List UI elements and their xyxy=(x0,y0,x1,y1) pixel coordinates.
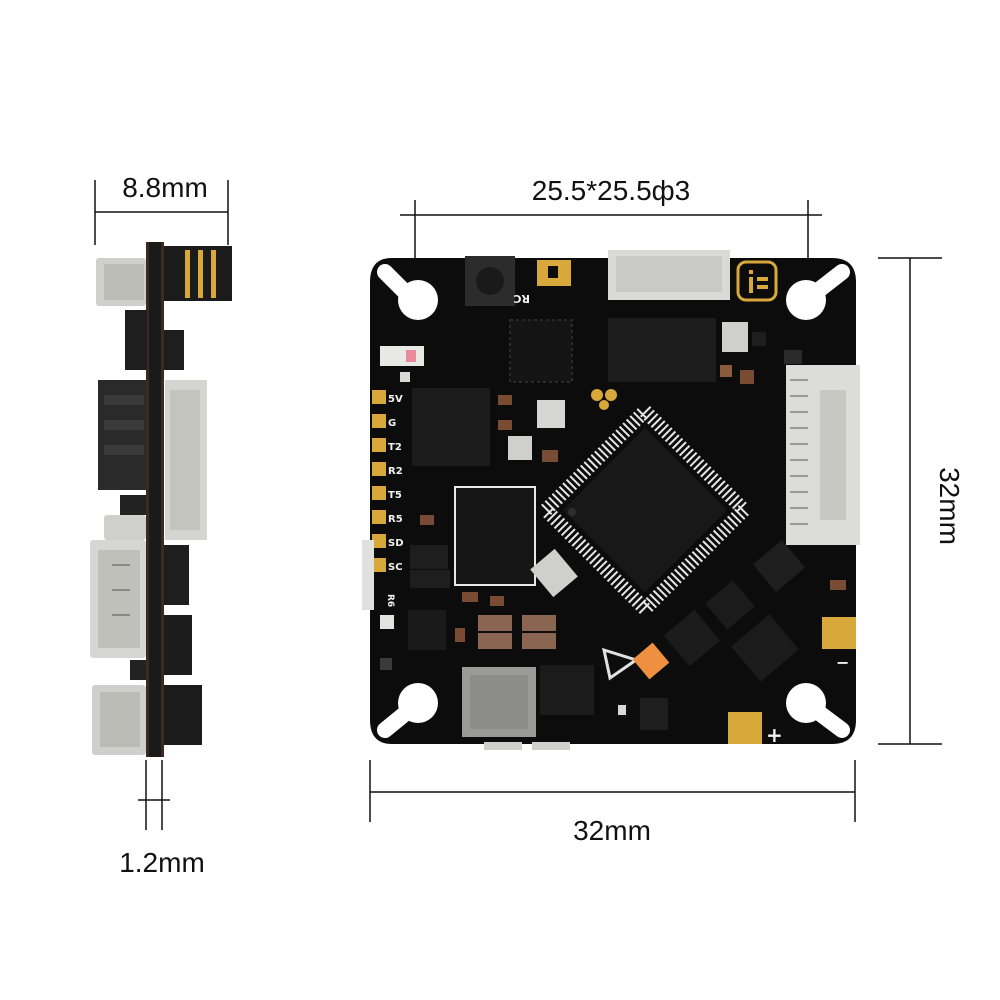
mounting-hole-bottom-right xyxy=(786,683,850,738)
top-view: 25.5*25.5ф3 RC xyxy=(362,175,965,846)
led xyxy=(380,346,424,366)
pad-label-sc: SC xyxy=(388,562,403,573)
pad-label-g: G xyxy=(388,418,396,429)
pcb-thickness-dimension xyxy=(138,760,170,830)
inductor-pads xyxy=(478,615,512,631)
mounting-pattern-dimension xyxy=(400,200,822,260)
board-height-label: 32mm xyxy=(934,467,965,545)
side-thickness-label: 8.8mm xyxy=(122,172,208,203)
baro-chip xyxy=(509,319,573,383)
orange-capacitor xyxy=(632,642,670,680)
pcb-thickness-label: 1.2mm xyxy=(119,847,205,878)
pad-label-sd: SD xyxy=(388,538,404,549)
power-pad-negative xyxy=(822,617,856,649)
plus-label: + xyxy=(766,723,783,747)
board-height-dimension xyxy=(878,257,942,745)
minus-label: − xyxy=(836,653,849,672)
mounting-hole-top-right xyxy=(786,264,850,320)
pad-label-5v: 5V xyxy=(388,394,403,405)
board-width-label: 32mm xyxy=(573,815,651,846)
pad-label-r5: R5 xyxy=(388,514,403,525)
flash-chip xyxy=(608,318,716,382)
osd-chip xyxy=(454,486,536,586)
power-pad-positive xyxy=(728,712,762,744)
board-width-dimension xyxy=(369,760,856,822)
pad-label-t5: T5 xyxy=(388,490,402,501)
pad-label-t2: T2 xyxy=(388,442,402,453)
regulator-chip xyxy=(540,665,594,715)
side-top-connector xyxy=(164,246,232,301)
mounting-pattern-label: 25.5*25.5ф3 xyxy=(532,175,691,206)
side-thickness-dimension xyxy=(94,180,229,245)
side-view: 8.8mm xyxy=(90,172,232,878)
rc-label: RC xyxy=(513,292,530,305)
uart-pads xyxy=(372,390,386,572)
mounting-hole-bottom-left xyxy=(377,683,438,738)
pad-label-r6: R6 xyxy=(385,594,395,607)
pad-label-r2: R2 xyxy=(388,466,403,477)
direction-arrow xyxy=(601,647,640,681)
mounting-hole-top-left xyxy=(377,264,438,320)
ie-logo-icon xyxy=(736,260,778,302)
gyro-chip xyxy=(412,388,490,466)
